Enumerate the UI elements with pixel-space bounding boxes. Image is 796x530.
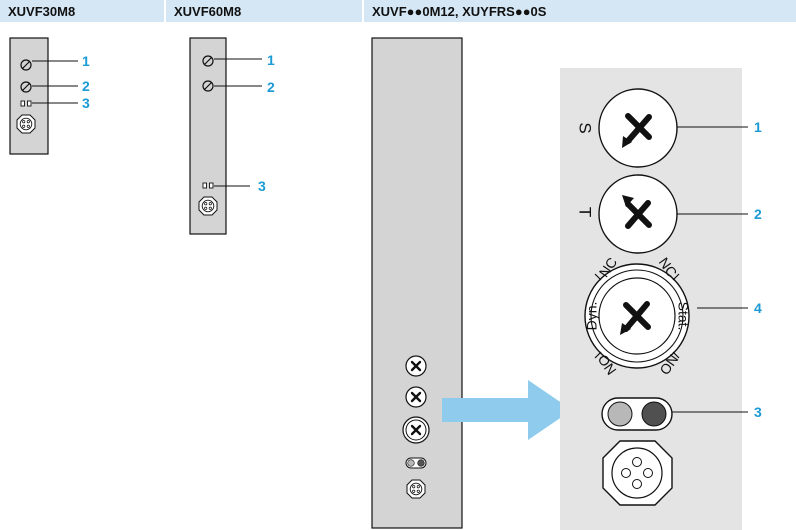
led-small-icon	[405, 457, 427, 469]
callout-1: 1	[82, 53, 90, 69]
stat-label: Stat.	[675, 302, 691, 331]
connector-icon	[602, 440, 673, 506]
mode-dial-small-icon[interactable]	[402, 416, 430, 444]
mode-dial-icon[interactable]	[584, 263, 690, 369]
callout-3: 3	[82, 95, 90, 111]
connector-small-icon	[406, 479, 426, 499]
header-xuvf60m8: XUVF60M8	[166, 0, 362, 22]
xuvf-m12-panel	[371, 37, 463, 529]
header-xuvf30m8-label: XUVF30M8	[8, 3, 76, 19]
dyn-label: Dyn.	[584, 302, 600, 331]
t-label: T	[576, 207, 595, 217]
callout-3: 3	[258, 178, 266, 194]
callout-1: 1	[267, 52, 275, 68]
callout-2: 2	[267, 79, 275, 95]
time-knob-icon[interactable]	[598, 174, 678, 254]
sensitivity-knob-icon[interactable]	[598, 88, 678, 168]
callout-2: 2	[82, 78, 90, 94]
header-xuvf60m8-label: XUVF60M8	[174, 3, 242, 19]
xuvf30m8-panel: 1 2 3	[9, 37, 90, 155]
callout-2: 2	[754, 206, 762, 222]
connector-icon	[198, 196, 218, 216]
s-label: S	[576, 122, 595, 133]
header-xuvf30m8: XUVF30M8	[0, 0, 164, 22]
time-knob-small-icon[interactable]	[405, 386, 427, 408]
connector-icon	[16, 114, 36, 134]
xuvf60m8-panel: 1 2 3	[189, 37, 275, 235]
callout-3: 3	[754, 404, 762, 420]
header-xuvf-m12: XUVF●●0M12, XUYFRS●●0S	[364, 0, 796, 22]
detail-panel: S T Dyn. Stat. NC NC NO NO	[560, 68, 748, 530]
sensitivity-knob-small-icon[interactable]	[405, 355, 427, 377]
callout-1: 1	[754, 119, 762, 135]
header-xuvf-m12-label: XUVF●●0M12, XUYFRS●●0S	[372, 3, 547, 19]
callout-4: 4	[754, 300, 762, 316]
led-indicator-icon	[601, 397, 673, 431]
zoom-arrow-icon	[442, 380, 572, 440]
